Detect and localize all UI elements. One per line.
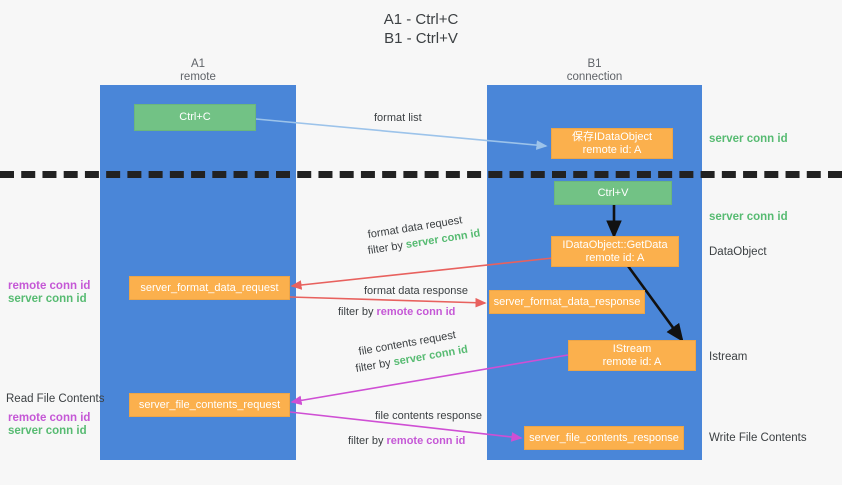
node-idataobject-getdata-line2: remote id: A — [585, 251, 645, 264]
node-ctrl-c[interactable]: Ctrl+C — [134, 104, 256, 131]
column-header-a1: A1 remote — [100, 58, 296, 84]
filter-prefix: filter by — [366, 239, 407, 258]
title-line-1: A1 - Ctrl+C — [383, 11, 459, 28]
node-ctrl-v-label: Ctrl+V — [597, 186, 629, 199]
left-label-server-conn-id-lower: server conn id — [8, 425, 87, 437]
left-label-read-file-contents: Read File Contents — [6, 393, 105, 405]
filter-prefix: filter by — [338, 306, 377, 318]
edge-label-file-contents-response-text: file contents response — [375, 410, 483, 422]
title-line-2: B1 - Ctrl+V — [384, 30, 458, 47]
boundary-divider — [0, 171, 842, 178]
filter-key-remote-conn-id: remote conn id — [386, 435, 466, 447]
column-b1-name: B1 — [587, 58, 602, 70]
filter-prefix: filter by — [348, 435, 387, 447]
node-server-file-contents-request[interactable]: server_file_contents_request — [129, 393, 290, 417]
diagram-title: A1 - Ctrl+C B1 - Ctrl+V — [0, 10, 842, 48]
filter-prefix: filter by — [354, 356, 395, 376]
right-label-dataobject: DataObject — [709, 246, 767, 258]
column-a1-name: A1 — [190, 58, 206, 70]
node-save-idataobject-line1: 保存IDataObject — [571, 130, 653, 143]
node-server-format-data-request-label: server_format_data_request — [140, 281, 279, 294]
left-label-remote-conn-id-upper: remote conn id — [8, 280, 91, 292]
node-server-format-data-response-label: server_format_data_response — [493, 295, 641, 308]
node-server-format-data-request[interactable]: server_format_data_request — [129, 276, 290, 300]
edge-label-format-data-response: format data response — [364, 284, 468, 298]
node-istream[interactable]: IStream remote id: A — [568, 340, 696, 371]
node-idataobject-getdata-line1: IDataObject::GetData — [562, 238, 668, 251]
right-label-istream: Istream — [709, 351, 748, 363]
node-ctrl-c-label: Ctrl+C — [179, 111, 211, 123]
column-b1-sub: connection — [566, 71, 623, 83]
right-label-server-conn-id-mid: server conn id — [709, 211, 788, 223]
right-label-server-conn-id-top: server conn id — [709, 133, 788, 145]
node-istream-line2: remote id: A — [602, 355, 662, 368]
edge-label-format-list-text: format list — [374, 112, 422, 124]
right-label-write-file-contents: Write File Contents — [709, 432, 807, 444]
left-label-remote-conn-id-lower: remote conn id — [8, 412, 91, 424]
edge-label-file-contents-response-filter: filter by remote conn id — [348, 434, 465, 448]
node-server-file-contents-response[interactable]: server_file_contents_response — [524, 426, 684, 450]
column-header-b1: B1 connection — [487, 58, 702, 84]
edge-label-file-contents-response: file contents response — [375, 409, 482, 423]
column-a1-sub: remote — [180, 71, 216, 83]
node-save-idataobject-line2: remote id: A — [582, 143, 642, 156]
node-istream-line1: IStream — [612, 342, 652, 355]
node-save-idataobject[interactable]: 保存IDataObject remote id: A — [551, 128, 673, 159]
node-server-format-data-response[interactable]: server_format_data_response — [489, 290, 645, 314]
node-ctrl-v[interactable]: Ctrl+V — [554, 181, 672, 205]
left-label-server-conn-id-upper: server conn id — [8, 293, 87, 305]
node-idataobject-getdata[interactable]: IDataObject::GetData remote id: A — [551, 236, 679, 267]
edge-label-format-data-response-filter: filter by remote conn id — [338, 305, 455, 319]
edge-label-format-data-response-text: format data response — [364, 285, 468, 297]
node-server-file-contents-response-label: server_file_contents_response — [529, 431, 679, 444]
node-server-file-contents-request-label: server_file_contents_request — [138, 398, 281, 411]
filter-key-remote-conn-id: remote conn id — [376, 306, 456, 318]
edge-label-format-list: format list — [374, 111, 422, 125]
